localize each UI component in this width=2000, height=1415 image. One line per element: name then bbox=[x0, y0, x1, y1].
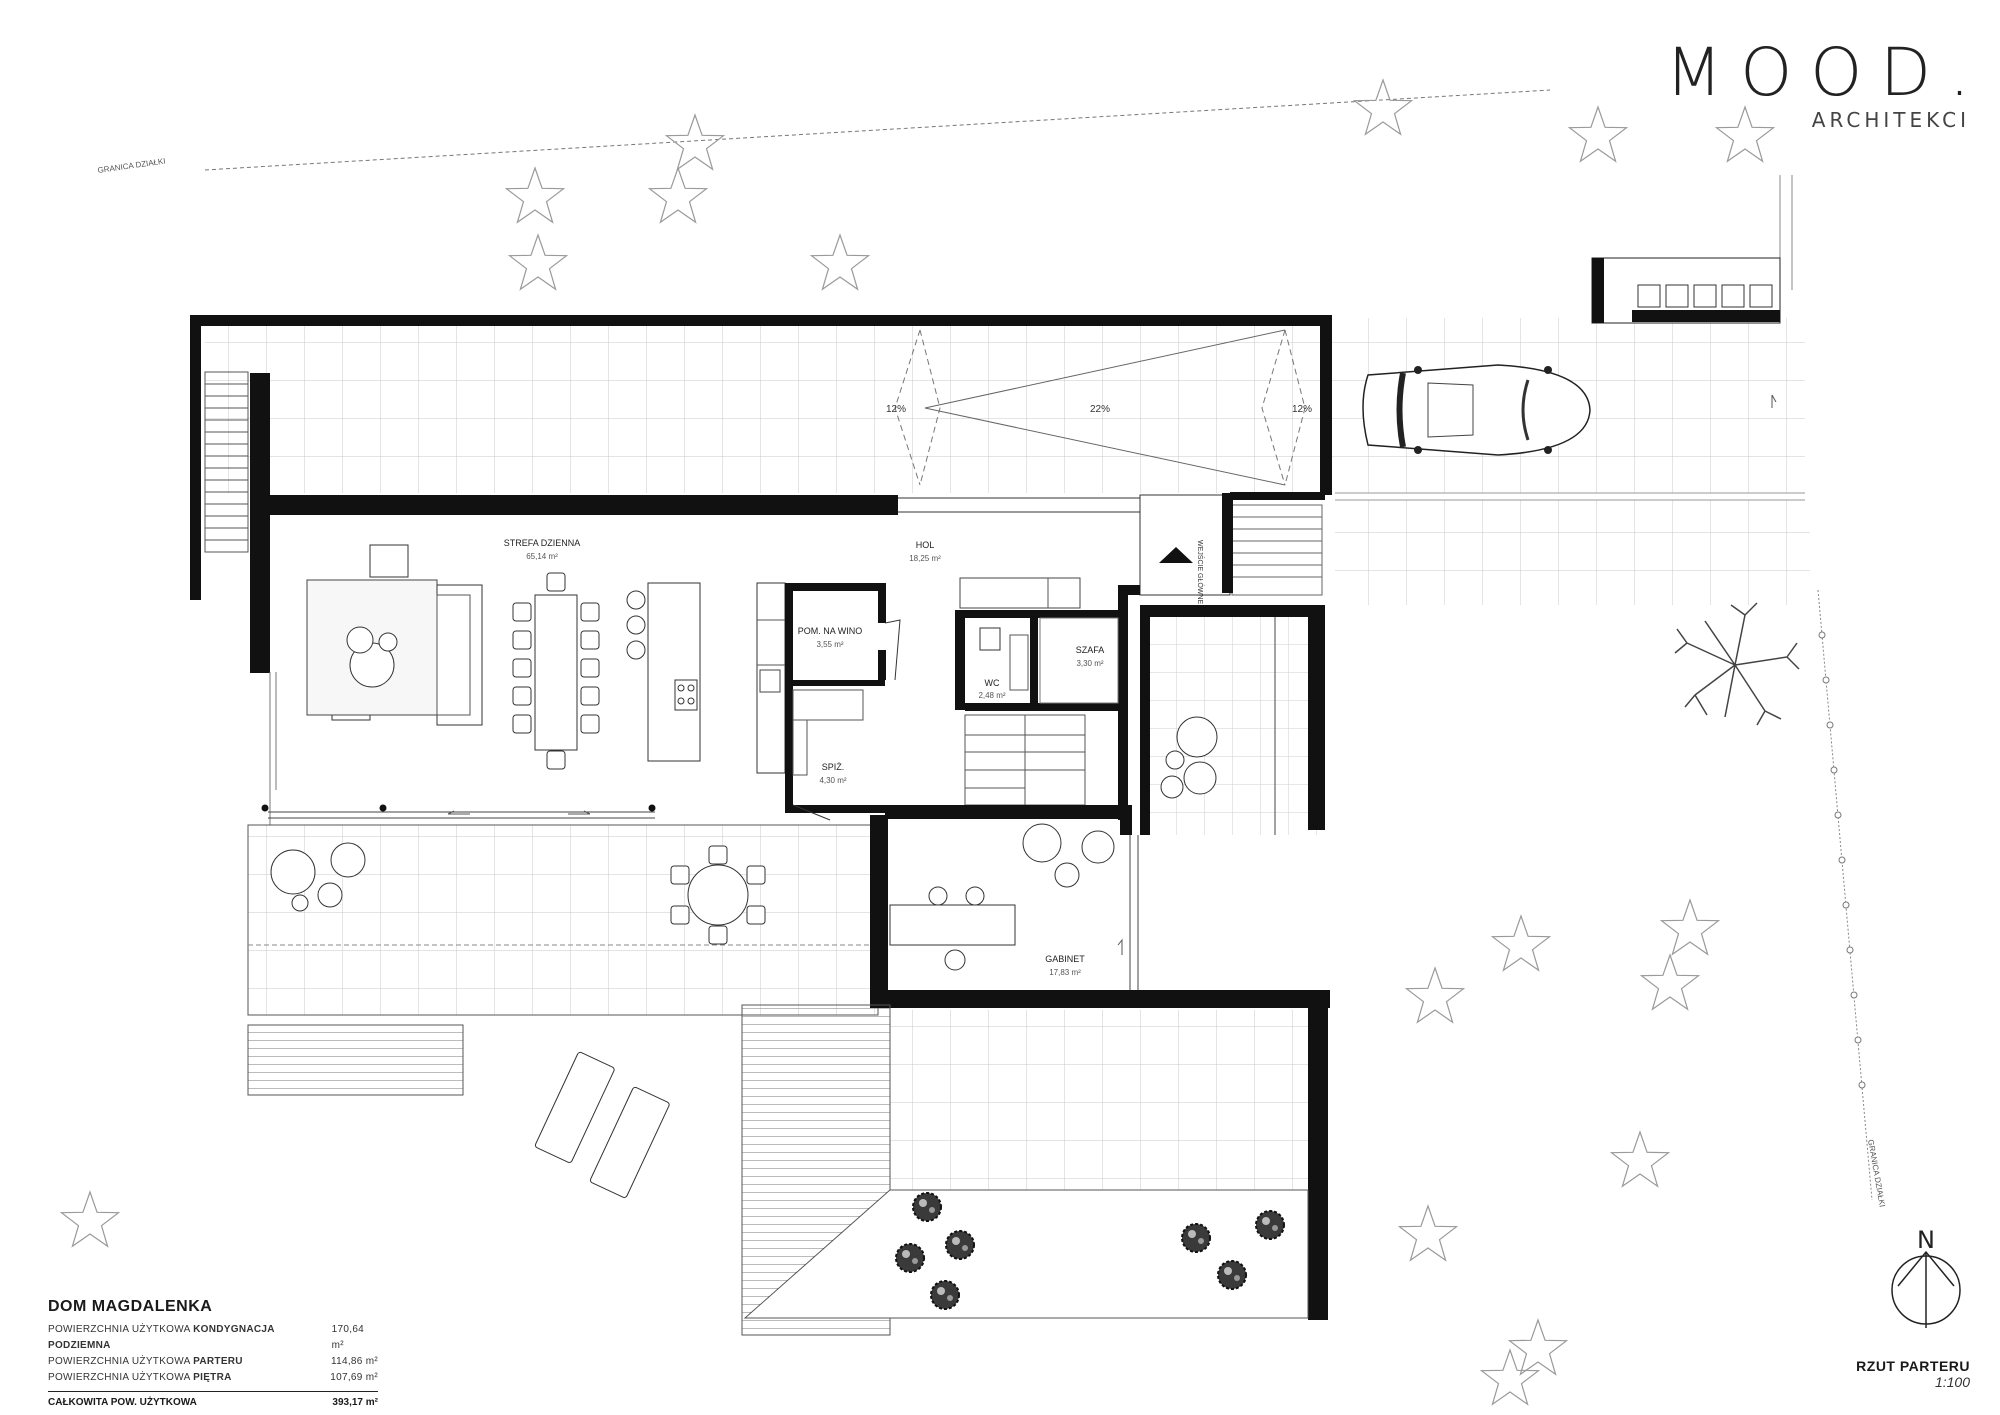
room-name-wc: WC bbox=[985, 678, 1000, 688]
sun-lounger bbox=[534, 1051, 670, 1198]
legend-row-prefix: POWIERZCHNIA UŻYTKOWA bbox=[48, 1372, 191, 1383]
legend-row: POWIERZCHNIA UŻYTKOWA KONDYGNACJA PODZIE… bbox=[48, 1322, 378, 1354]
kitchen-island bbox=[647, 582, 701, 762]
room-name-pom-na-wino: POM. NA WINO bbox=[798, 626, 863, 636]
star-tree-icon bbox=[60, 1191, 120, 1247]
legend-row: POWIERZCHNIA UŻYTKOWA PARTERU 114,86 m² bbox=[48, 1354, 378, 1370]
room-area-hol: 18,25 m² bbox=[909, 554, 941, 563]
sheet-title-block: RZUT PARTERU 1:100 bbox=[1856, 1358, 1970, 1390]
star-tree-icon bbox=[810, 234, 870, 290]
room-name-szafa: SZAFA bbox=[1076, 645, 1105, 655]
legend-total-label: CAŁKOWITA POW. UŻYTKOWA bbox=[48, 1397, 197, 1408]
ramp-slope-2: 22% bbox=[1090, 404, 1110, 415]
star-tree-icon bbox=[1480, 1349, 1540, 1405]
room-area-strefa-dzienna: 65,14 m² bbox=[526, 552, 558, 561]
room-name-spiz: SPIŻ. bbox=[822, 762, 845, 772]
dining-table bbox=[534, 594, 578, 751]
entrance-arrow-icon bbox=[1159, 547, 1193, 563]
legend-row-prefix: POWIERZCHNIA UŻYTKOWA bbox=[48, 1356, 191, 1367]
sheet-title: RZUT PARTERU bbox=[1856, 1358, 1970, 1374]
patio-table bbox=[687, 864, 749, 926]
legend-title: DOM MAGDALENKA bbox=[48, 1298, 213, 1315]
room-area-szafa: 3,30 m² bbox=[1076, 659, 1103, 668]
room-name-gabinet: GABINET bbox=[1045, 954, 1085, 964]
legend-row-level: KONDYGNACJA PODZIEMNA bbox=[48, 1324, 275, 1351]
car-icon bbox=[1362, 364, 1591, 456]
legend-row-level: PARTERU bbox=[193, 1356, 243, 1367]
legend-row-value: 114,86 m² bbox=[331, 1356, 378, 1367]
legend-row-value: 170,64 m² bbox=[331, 1324, 365, 1351]
ramp-slope-3: 12% bbox=[1292, 404, 1312, 415]
legend-row-value: 107,69 m² bbox=[330, 1372, 378, 1383]
star-tree-icon bbox=[1640, 954, 1700, 1010]
brand-subtitle: ARCHITEKCI bbox=[1811, 108, 1970, 132]
room-name-hol: HOL bbox=[916, 540, 935, 550]
star-tree-icon bbox=[1405, 967, 1465, 1023]
brand-name: MOOD. bbox=[1665, 34, 1988, 111]
star-tree-icon bbox=[1398, 1205, 1458, 1261]
ramp-slope-1: 12% bbox=[886, 404, 906, 415]
legend-total: CAŁKOWITA POW. UŻYTKOWA 393,17 m² bbox=[48, 1391, 378, 1408]
armchair bbox=[369, 544, 409, 578]
star-tree-icon bbox=[1353, 79, 1413, 135]
legend-row-level: PIĘTRA bbox=[193, 1372, 232, 1383]
entrance-label: WEJŚCIE GŁÓWNE bbox=[1196, 540, 1205, 605]
room-name-strefa-dzienna: STREFA DZIENNA bbox=[504, 538, 581, 548]
sheet-scale: 1:100 bbox=[1934, 1374, 1970, 1390]
room-area-gabinet: 17,83 m² bbox=[1049, 968, 1081, 977]
area-legend: DOM MAGDALENKA POWIERZCHNIA UŻYTKOWA KON… bbox=[48, 1298, 378, 1408]
room-area-spiz: 4,30 m² bbox=[819, 776, 846, 785]
legend-total-value: 393,17 m² bbox=[332, 1397, 378, 1408]
legend-row-prefix: POWIERZCHNIA UŻYTKOWA bbox=[48, 1324, 191, 1335]
star-tree-icon bbox=[505, 167, 565, 223]
plot-boundary-label-top: GRANICA DZIAŁKI bbox=[97, 157, 166, 175]
star-tree-icon bbox=[1660, 899, 1720, 955]
wall-north-retaining bbox=[190, 315, 1332, 326]
star-tree-icon bbox=[648, 167, 708, 223]
wall-house-north bbox=[268, 495, 898, 515]
star-tree-icon bbox=[1610, 1131, 1670, 1187]
desk bbox=[889, 904, 1016, 946]
entrance-walk-paving bbox=[1335, 500, 1810, 605]
star-tree-icon bbox=[508, 234, 568, 290]
star-tree-icon bbox=[1508, 1319, 1568, 1375]
room-area-pom-na-wino: 3,55 m² bbox=[816, 640, 843, 649]
star-tree-icon bbox=[1491, 915, 1551, 971]
star-tree-icon bbox=[1568, 106, 1628, 162]
north-arrow-icon bbox=[1891, 1250, 1961, 1328]
plot-boundary-top bbox=[204, 89, 1551, 171]
ramp-paving bbox=[205, 318, 1335, 493]
legend-row: POWIERZCHNIA UŻYTKOWA PIĘTRA 107,69 m² bbox=[48, 1370, 378, 1386]
north-label: N bbox=[1917, 1226, 1935, 1254]
star-tree-icon bbox=[665, 114, 725, 170]
deciduous-tree-icon bbox=[1674, 602, 1800, 726]
brand-logo: MOOD. ARCHITEKCI bbox=[1630, 40, 1970, 133]
room-area-wc: 2,48 m² bbox=[978, 691, 1005, 700]
